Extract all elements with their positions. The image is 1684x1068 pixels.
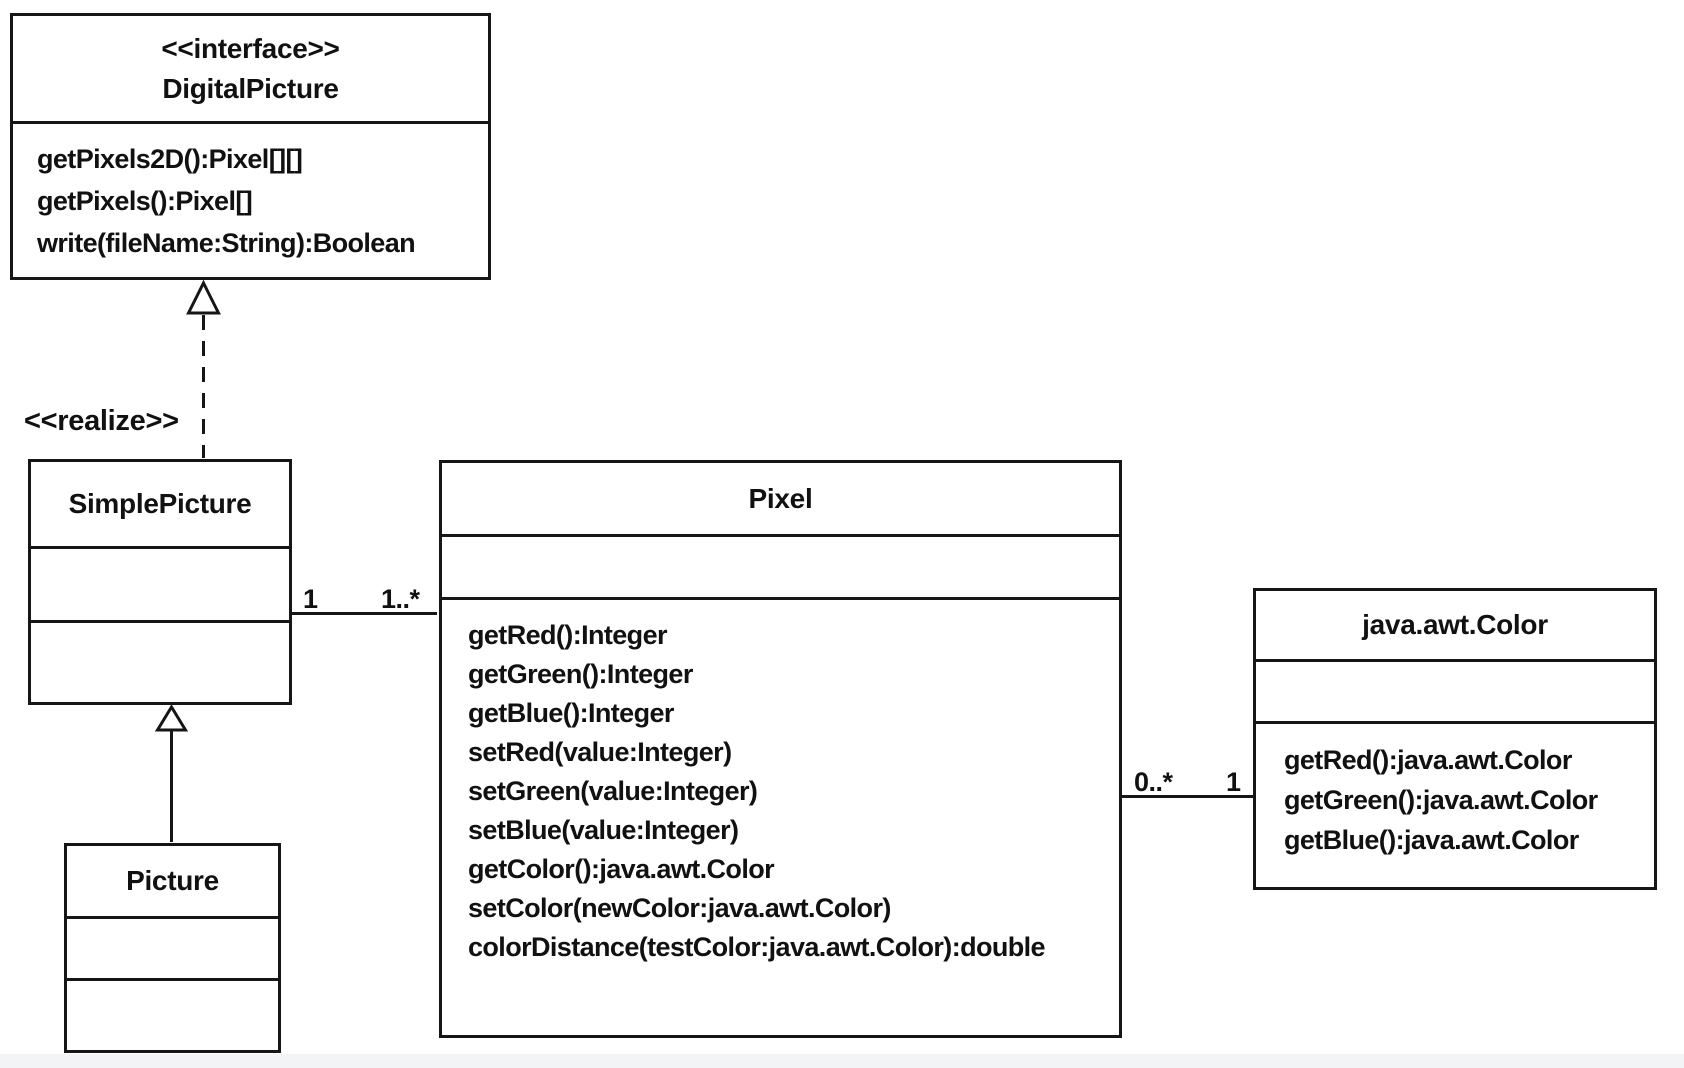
methods-compartment: getRed():Integer getGreen():Integer getB… bbox=[442, 600, 1119, 1035]
class-box-digitalpicture: <<interface>> DigitalPicture getPixels2D… bbox=[10, 13, 491, 280]
realization-arrow bbox=[186, 279, 221, 458]
methods-compartment: getPixels2D():Pixel[][] getPixels():Pixe… bbox=[13, 124, 488, 277]
bottom-edge-strip bbox=[0, 1054, 1684, 1068]
realize-stereotype-label: <<realize>> bbox=[24, 405, 179, 437]
class-name: java.awt.Color bbox=[1362, 609, 1548, 640]
class-box-simplepicture: SimplePicture bbox=[28, 459, 292, 705]
class-name: DigitalPicture bbox=[162, 72, 339, 104]
class-box-picture: Picture bbox=[64, 843, 281, 1053]
method-item: write(fileName:String):Boolean bbox=[37, 228, 416, 258]
method-item: getRed():java.awt.Color bbox=[1284, 745, 1572, 775]
method-item: getPixels():Pixel[] bbox=[37, 186, 253, 216]
methods-compartment-empty bbox=[31, 623, 289, 702]
hollow-triangle-icon bbox=[186, 279, 221, 315]
class-name: Picture bbox=[126, 865, 219, 896]
multiplicity-simplepicture-end: 1 bbox=[303, 584, 318, 614]
hollow-triangle-icon bbox=[154, 704, 189, 732]
class-box-pixel: Pixel getRed():Integer getGreen():Intege… bbox=[439, 460, 1122, 1038]
method-item: getRed():Integer bbox=[468, 620, 668, 650]
method-item: colorDistance(testColor:java.awt.Color):… bbox=[468, 932, 1046, 962]
method-item: getPixels2D():Pixel[][] bbox=[37, 144, 303, 174]
method-item: getGreen():java.awt.Color bbox=[1284, 785, 1598, 815]
method-item: getGreen():Integer bbox=[468, 659, 693, 689]
method-item: setGreen(value:Integer) bbox=[468, 776, 758, 806]
class-title-digitalpicture: <<interface>> DigitalPicture bbox=[13, 16, 488, 124]
multiplicity-pixel-end: 1..* bbox=[381, 584, 420, 614]
method-item: getBlue():java.awt.Color bbox=[1284, 825, 1579, 855]
generalization-arrow bbox=[154, 704, 189, 842]
class-title-pixel: Pixel bbox=[442, 463, 1119, 537]
stereotype-label: <<interface>> bbox=[161, 32, 340, 64]
method-item: setBlue(value:Integer) bbox=[468, 815, 739, 845]
method-item: setRed(value:Integer) bbox=[468, 737, 732, 767]
attributes-compartment-empty bbox=[442, 537, 1119, 600]
multiplicity-pixel-color-end: 0..* bbox=[1134, 767, 1173, 797]
class-name: SimplePicture bbox=[68, 488, 252, 519]
class-title-picture: Picture bbox=[67, 846, 278, 919]
method-item: getBlue():Integer bbox=[468, 698, 674, 728]
attributes-compartment-empty bbox=[67, 919, 278, 981]
class-title-simplepicture: SimplePicture bbox=[31, 462, 289, 549]
methods-compartment-empty bbox=[67, 981, 278, 1050]
attributes-compartment-empty bbox=[1256, 662, 1654, 724]
multiplicity-color-end: 1 bbox=[1226, 767, 1241, 797]
methods-compartment: getRed():java.awt.Color getGreen():java.… bbox=[1256, 724, 1654, 887]
attributes-compartment-empty bbox=[31, 549, 289, 623]
class-name: Pixel bbox=[748, 482, 813, 514]
class-title-java-awt-color: java.awt.Color bbox=[1256, 591, 1654, 662]
method-item: setColor(newColor:java.awt.Color) bbox=[468, 893, 891, 923]
class-box-java-awt-color: java.awt.Color getRed():java.awt.Color g… bbox=[1253, 588, 1657, 890]
method-item: getColor():java.awt.Color bbox=[468, 854, 775, 884]
